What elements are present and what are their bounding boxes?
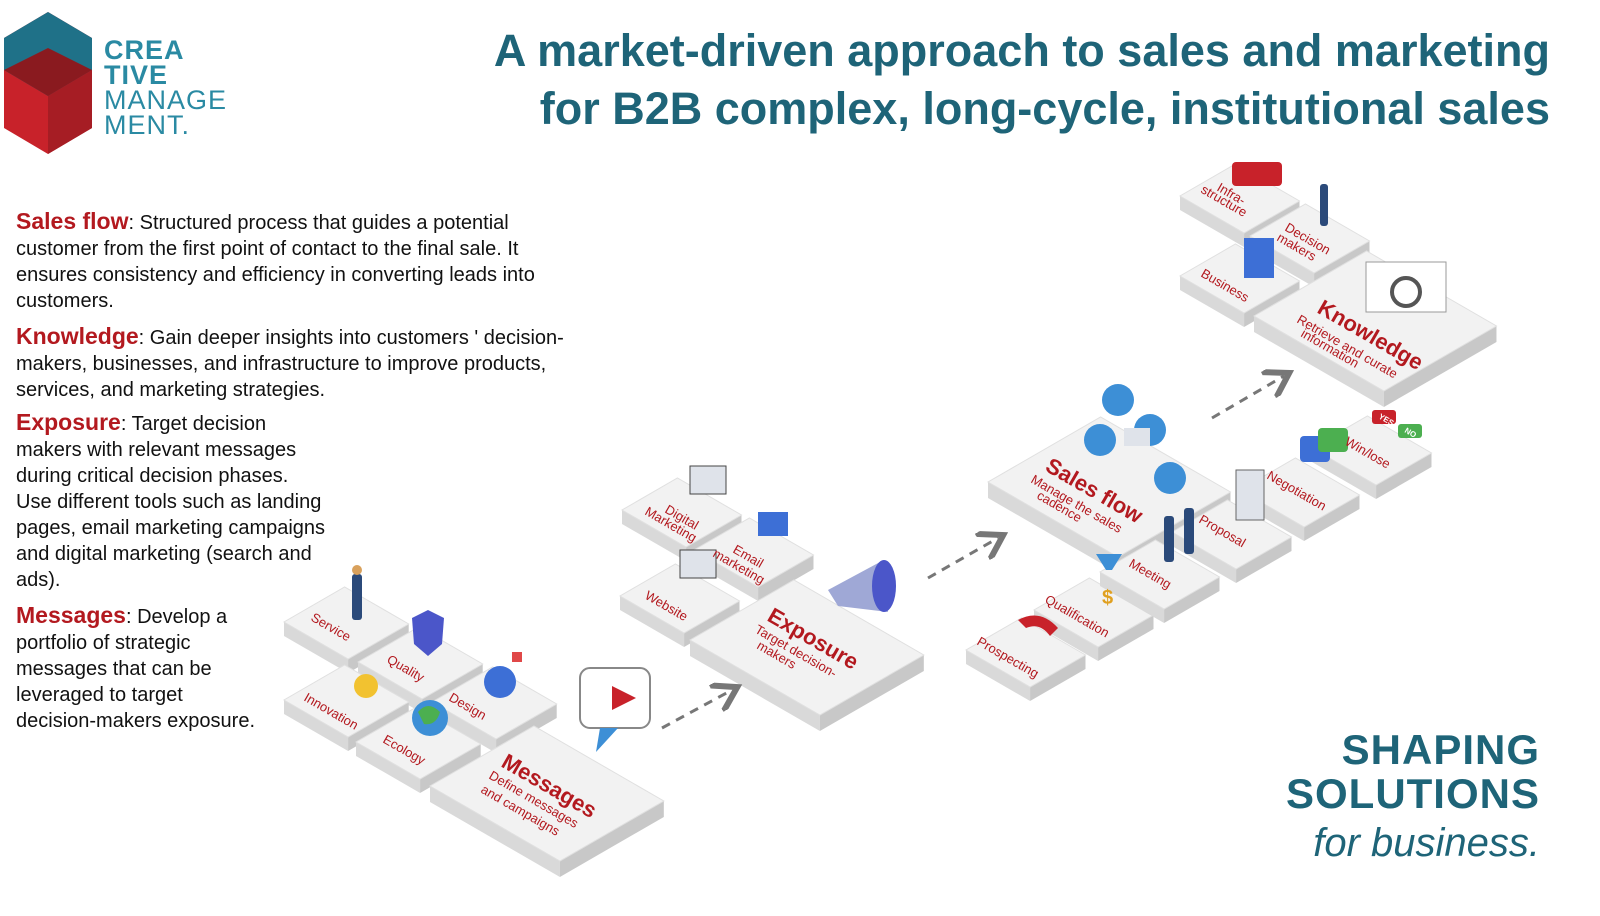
magnifier-icon: [1390, 276, 1422, 308]
sales-flow-text: : Structured process that guides a poten…: [16, 212, 535, 312]
handshake-person-2-icon: [1184, 508, 1194, 554]
arrow-exposure-to-sales: [927, 538, 998, 580]
knowledge-description: Knowledge: Gain deeper insights into cus…: [16, 323, 586, 403]
magnet-icon: [1018, 615, 1058, 636]
bubble-tail-icon: [596, 728, 618, 752]
email-icon: [758, 512, 788, 536]
tile-messages: [429, 725, 665, 877]
logo-line-1: CREA: [104, 35, 185, 65]
knowledge-text: : Gain deeper insights into customers ' …: [16, 327, 564, 401]
brand-line-2: SOLUTIONS: [1285, 770, 1540, 817]
person-circle-icon: [1102, 384, 1134, 416]
exposure-text: : Target decision makers with relevant m…: [16, 413, 326, 591]
tile-exposure: [689, 579, 925, 731]
exposure-keyword: Exposure: [16, 409, 121, 435]
yes-badge-icon: [1372, 410, 1396, 424]
tile-icons: $: [352, 162, 1447, 752]
isometric-tiles: [283, 163, 1498, 877]
chat-icon: [1124, 428, 1150, 446]
lightbulb-icon: [354, 674, 378, 698]
title-line-1: A market-driven approach to sales and ma…: [493, 25, 1550, 76]
dollar-icon: $: [1102, 587, 1113, 609]
handshake-person-icon: [1164, 516, 1174, 562]
page-title: A market-driven approach to sales and ma…: [350, 22, 1550, 138]
tile-prospecting: [965, 617, 1087, 701]
design-pin-icon: [512, 652, 522, 662]
decision-person-icon: [1320, 184, 1328, 226]
megaphone-icon: [828, 562, 888, 612]
person-icon: [352, 574, 362, 620]
funnel-icon: [1096, 554, 1122, 570]
messages-keyword: Messages: [16, 602, 126, 628]
arrow-messages-to-exposure: [661, 690, 732, 730]
person-circle-icon: [1154, 462, 1186, 494]
computer-icon: [689, 465, 727, 495]
arrow-sales-to-knowledge: [1211, 376, 1284, 420]
knowledge-keyword: Knowledge: [16, 323, 139, 349]
megaphone-bell-icon: [872, 560, 896, 612]
tile-business: [1179, 243, 1301, 327]
logo-line-2: TIVE: [104, 60, 169, 90]
sales-flow-keyword: Sales flow: [16, 208, 129, 234]
title-line-2: for B2B complex, long-cycle, institution…: [539, 83, 1550, 134]
messages-text: : Develop a portfolio of strategic messa…: [16, 606, 255, 732]
dashboard-icon: [1365, 261, 1447, 313]
negotiation-chat-2-icon: [1318, 428, 1348, 452]
building-icon: [1244, 238, 1274, 278]
tile-knowledge: [1253, 250, 1498, 407]
logo-line-4: MENT.: [104, 110, 190, 140]
tile-ecology: [355, 706, 482, 793]
logo-line-3: MANAGE: [104, 85, 228, 115]
exposure-description: Exposure: Target decision makers with re…: [16, 409, 326, 593]
sales-flow-description: Sales flow: Structured process that guid…: [16, 208, 586, 314]
no-badge-icon: [1398, 424, 1422, 438]
shield-icon: [412, 610, 444, 656]
person-head-icon: [352, 565, 362, 575]
brand-line-1: SHAPING: [1341, 726, 1540, 773]
play-icon: [612, 686, 636, 710]
document-icon: [1235, 469, 1265, 521]
tile-meeting: [1099, 539, 1221, 623]
globe-land-icon: [418, 706, 440, 725]
brand-tagline: SHAPING SOLUTIONS for business.: [1286, 728, 1540, 870]
company-logo: CREA TIVE MANAGE MENT.: [0, 8, 250, 158]
brand-line-3: for business.: [1313, 821, 1540, 865]
bus-icon: [1232, 162, 1282, 186]
messages-description: Messages: Develop a portfolio of strateg…: [16, 602, 256, 734]
hexagon-logo-icon: [4, 12, 92, 154]
website-icon: [679, 549, 717, 579]
person-circle-icon: [1084, 424, 1116, 456]
gear-icon: [484, 666, 516, 698]
